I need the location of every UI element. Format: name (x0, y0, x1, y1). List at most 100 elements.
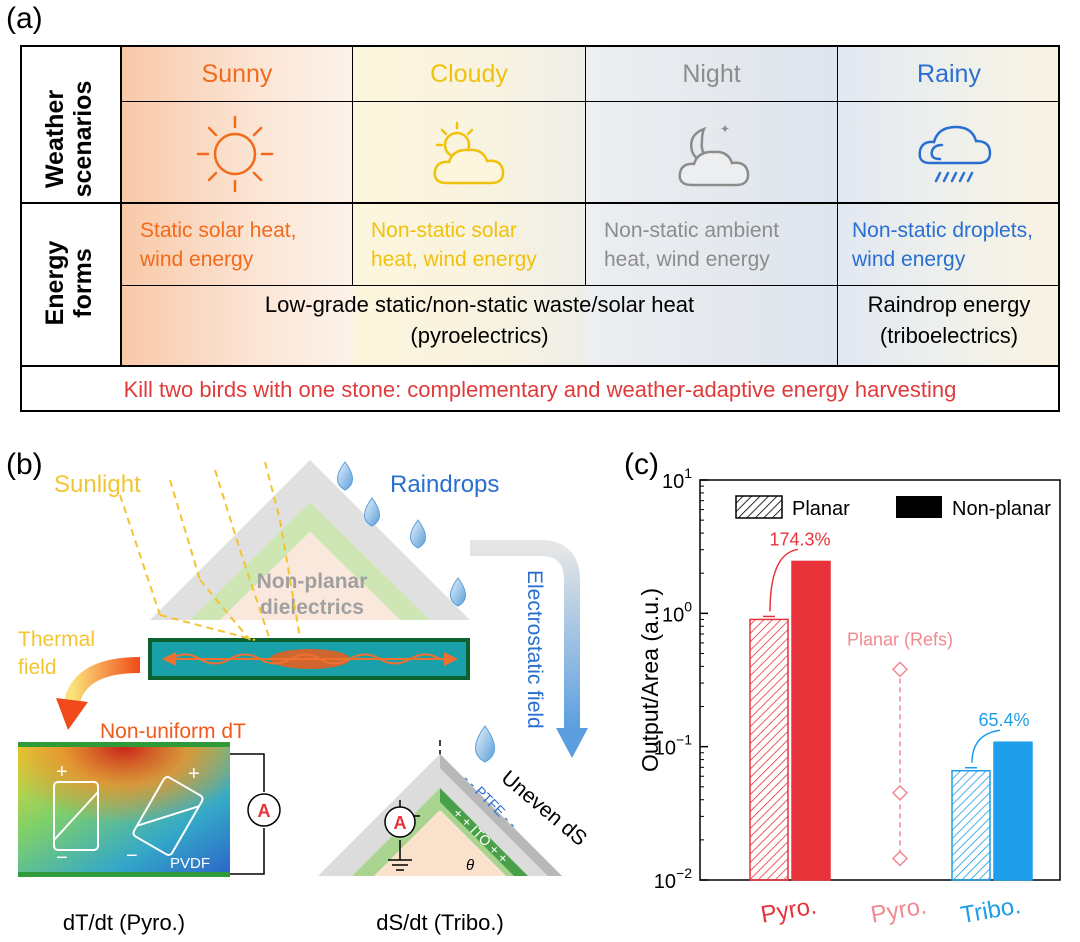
tribo-circuit (388, 800, 420, 871)
energy-line: (pyroelectrics) (410, 323, 549, 348)
energy-line: wind energy (852, 248, 966, 271)
energy-sunny: Static solar heat, wind energy (122, 204, 352, 274)
refs-point (891, 661, 909, 678)
divider (22, 202, 1058, 204)
divider (837, 47, 838, 365)
raindrops (337, 461, 495, 763)
energy-cloudy: Non-static solar heat, wind energy (353, 204, 585, 274)
legend-label-non-planar: Non-planar (952, 498, 1051, 520)
energy-line: Static solar heat, (140, 219, 297, 242)
thermal-arrow (64, 657, 141, 705)
energy-line: Low-grade static/non-static waste/solar … (264, 292, 695, 317)
header-night: Night (682, 60, 741, 88)
divider (120, 47, 122, 365)
sun-behind-cloud-icon (433, 121, 505, 185)
divider (585, 47, 586, 285)
footer-slogan: Kill two birds with one stone: complemen… (123, 377, 957, 402)
panel-label-b: (b) (6, 448, 43, 481)
minus-sign: − (126, 845, 138, 867)
electrostatic-label: Electrostatic field (523, 570, 546, 729)
panel-label-c: (c) (624, 448, 659, 481)
divider (120, 101, 1058, 102)
divider (120, 285, 1058, 286)
harvester-schematic: Non-planar dielectrics Sunlight Raindrops… (18, 460, 591, 935)
ammeter-label: A (394, 813, 407, 833)
minus-sign: − (56, 847, 68, 869)
y-tick-label: 10−2 (654, 865, 692, 893)
thermal-label: Thermal field (18, 628, 95, 679)
energy-line: wind energy (140, 248, 254, 271)
panel-label-a: (a) (6, 2, 43, 35)
annotation-arrow (769, 548, 799, 612)
night-column-bg (586, 47, 838, 367)
ammeter-label: A (258, 801, 271, 821)
energy-line: Non-static solar (371, 219, 517, 242)
energy-line: heat, wind energy (371, 248, 537, 271)
sunny-column-bg (120, 47, 353, 367)
ammeter-tribo (384, 806, 416, 838)
thermal-arrow-head (56, 698, 88, 730)
dipole-domains (53, 776, 204, 856)
refs-point (891, 784, 909, 801)
svg-text:✦: ✦ (720, 122, 730, 136)
y-axis-label: Output/Area (a.u.) (637, 588, 663, 772)
x-category-label: Pyro. (759, 892, 819, 928)
plus-sign: + (188, 763, 200, 785)
rainy-column-bg (838, 47, 1058, 367)
sun-icon (196, 115, 274, 193)
energy-night: Non-static ambient heat, wind energy (586, 204, 837, 274)
energy-line: (triboelectrics) (879, 323, 1019, 348)
energy-line: Non-static droplets, (852, 219, 1033, 242)
row-label-energy: Energy forms (41, 208, 101, 358)
caption-tribo: dS/dt (Tribo.) (376, 910, 504, 935)
cloudy-column-bg (353, 47, 586, 367)
energy-line: Non-static ambient (604, 219, 780, 242)
legend-swatch-planar (735, 495, 783, 519)
row-label-line: scenarios (69, 80, 97, 198)
non-uniform-label: Non-uniform dT (100, 720, 246, 743)
dielectrics-label: Non-planar dielectrics (257, 570, 368, 619)
bar-planar (749, 618, 789, 881)
energy-line: Raindrop energy (867, 292, 1031, 317)
circuit-wires (230, 753, 265, 875)
pyro-energy-label: Low-grade static/non-static waste/solar … (122, 289, 837, 351)
theta-label: θ (466, 857, 474, 874)
y-tick-label: 101 (662, 465, 692, 493)
rain-cloud-icon (918, 125, 992, 183)
moon-cloud-icon: ✦ (678, 122, 750, 187)
label-line: Thermal (18, 628, 95, 651)
divider (352, 47, 353, 285)
annotation-pyro: 174.3% (769, 529, 830, 549)
header-cloudy: Cloudy (430, 60, 508, 88)
plus-sign: + (56, 761, 68, 783)
label-line: Non-planar (257, 570, 368, 593)
electrostatic-arrow (470, 540, 580, 730)
sunlight-rays (119, 461, 301, 641)
ammeter-pyro (247, 793, 281, 827)
pvdf-label: PVDF (170, 855, 210, 872)
plot-frame (699, 479, 1061, 881)
energy-line: heat, wind energy (604, 248, 770, 271)
weather-energy-table: Weather scenarios Energy forms Sunny Clo… (20, 45, 1060, 412)
caption-pyro: dT/dt (Pyro.) (63, 910, 185, 935)
row-label-weather: Weather scenarios (41, 64, 101, 214)
row-label-line: Weather (41, 89, 69, 189)
annotation-tribo: 65.4% (978, 710, 1029, 730)
tribo-energy-label: Raindrop energy (triboelectrics) (838, 289, 1058, 351)
x-category-label: Tribo. (959, 892, 1023, 929)
sunlight-label: Sunlight (54, 471, 141, 498)
row-label-line: Energy (41, 240, 69, 326)
label-line: dielectrics (260, 596, 364, 619)
divider (22, 365, 1058, 367)
x-category-label: Pyro. (869, 892, 929, 928)
energy-rainy: Non-static droplets, wind energy (838, 204, 1058, 274)
bar-planar (951, 769, 991, 881)
raindrops-label: Raindrops (390, 471, 499, 498)
y-tick-label: 100 (662, 598, 692, 626)
row-label-line: forms (69, 248, 97, 318)
header-sunny: Sunny (201, 60, 273, 88)
label-line: field (18, 656, 57, 679)
non-planar-dielectric (150, 460, 470, 620)
refs-label: Planar (Refs) (847, 629, 953, 649)
